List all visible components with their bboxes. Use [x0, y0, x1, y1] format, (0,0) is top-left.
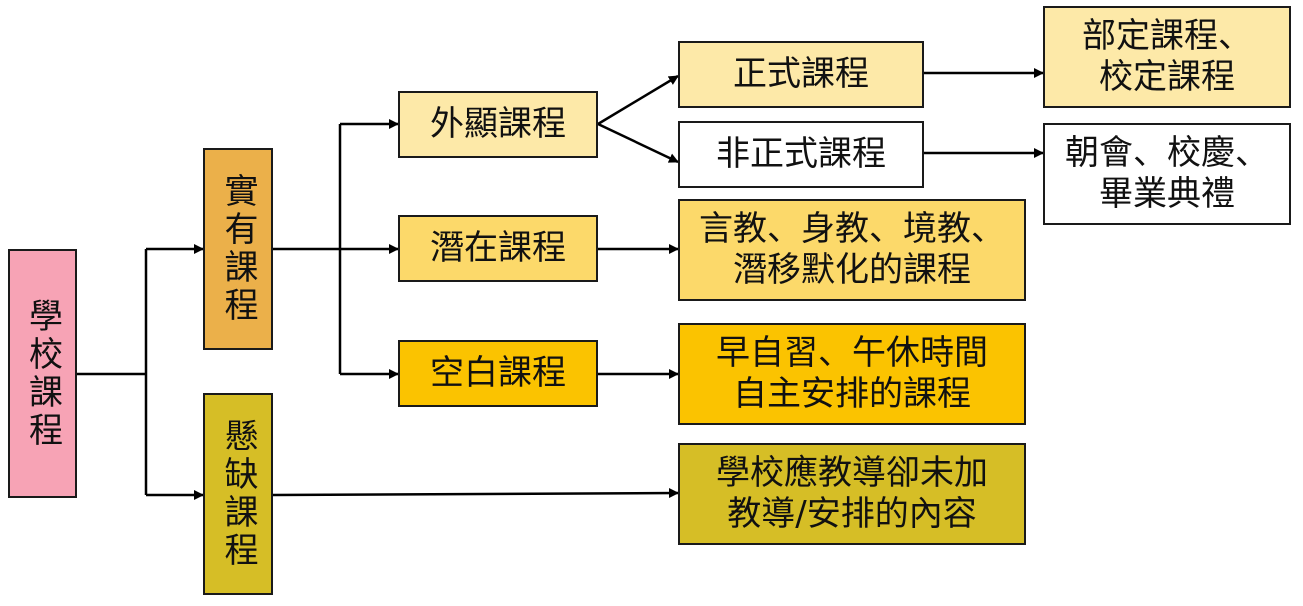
node-school: 學校課程: [8, 249, 77, 498]
node-blank-detail: 早自習、午休時間 自主安排的課程: [678, 323, 1026, 425]
arrow-to-formal: [597, 74, 679, 126]
node-null-detail: 學校應教導卻未加 教導/安排的內容: [678, 443, 1026, 545]
node-implicit-detail: 言教、身教、境教、 潛移默化的課程: [678, 199, 1026, 301]
arrow-to-informal: [597, 122, 679, 164]
node-null: 懸缺課程: [203, 393, 273, 595]
node-actual: 實有課程: [203, 148, 273, 350]
node-blank: 空白課程: [398, 340, 598, 407]
node-formal-detail: 部定課程、 校定課程: [1043, 6, 1291, 108]
node-implicit: 潛在課程: [398, 215, 598, 282]
arrow-to-null-detail: [272, 488, 679, 499]
node-informal: 非正式課程: [678, 121, 924, 188]
node-informal-detail: 朝會、校慶、 畢業典禮: [1043, 123, 1291, 225]
node-explicit: 外顯課程: [398, 91, 598, 158]
node-formal: 正式課程: [678, 41, 924, 108]
